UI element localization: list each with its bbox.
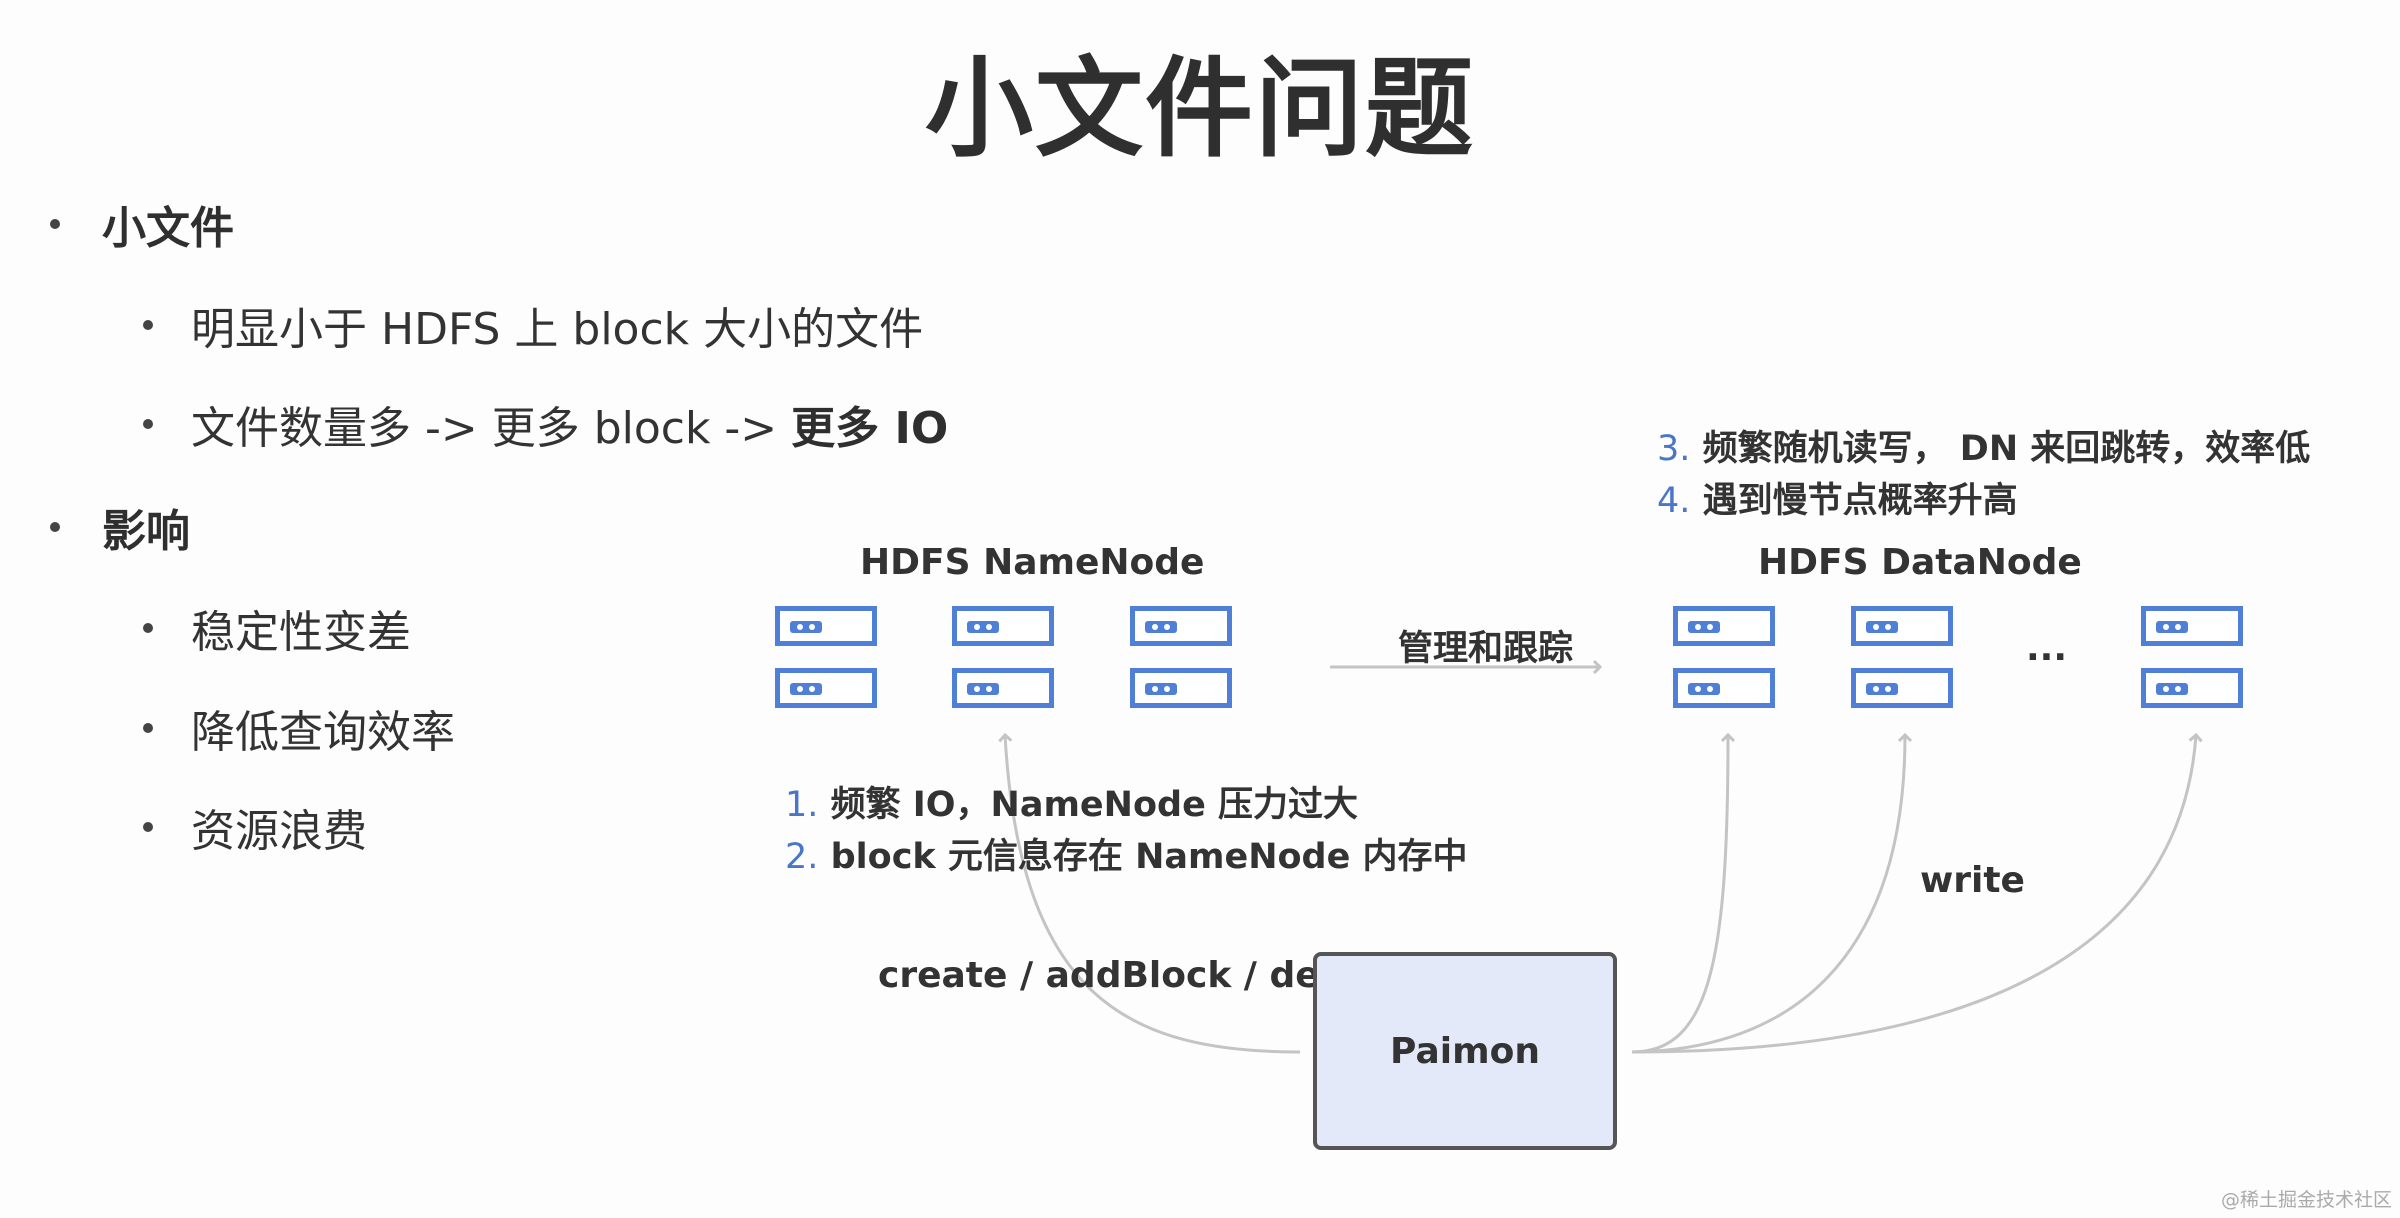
bullet-text: 稳定性变差 [191,607,411,658]
note-text: 频繁 IO，NameNode 压力过大 [830,785,1358,825]
bullet-text: 影响 [102,506,190,557]
server-icon [952,668,1054,708]
bullet-text: 小文件 [102,203,234,254]
bullet-dot [50,522,60,532]
write-label: write [1920,860,2025,901]
server-icon [775,606,877,646]
bullet-small-files: 小文件 [50,192,234,256]
note-number: 4. [1657,481,1691,521]
datanode-label: HDFS DataNode [1758,542,2082,583]
bullet-stability: 稳定性变差 [143,596,411,660]
bullet-text: 明显小于 HDFS 上 block 大小的文件 [191,304,924,355]
datanode-note-3: 3. 频繁随机读写， DN 来回跳转，效率低 [1657,420,2310,471]
bullet-dot [143,723,153,733]
bullet-more-io: 文件数量多 -> 更多 block -> 更多 IO [143,392,948,456]
server-icon [1130,668,1232,708]
bullet-dot [143,320,153,330]
bullet-dot [50,219,60,229]
server-icon [952,606,1054,646]
create-addblock-delete-label: create / addBlock / delete [878,955,1399,996]
note-text: block 元信息存在 NameNode 内存中 [830,837,1468,877]
note-text: 频繁随机读写， DN 来回跳转，效率低 [1702,429,2311,469]
bullet-query-efficiency: 降低查询效率 [143,696,455,760]
write-arrow-2 [1631,735,1905,1054]
bullet-strong-text: 更多 IO [791,403,949,454]
note-number: 2. [785,837,819,877]
note-number: 3. [1657,429,1691,469]
write-arrow-1 [1631,735,1728,1054]
bullet-resource-waste: 资源浪费 [143,795,367,859]
paimon-box: Paimon [1313,952,1617,1150]
slide-title: 小文件问题 [924,47,1475,172]
note-number: 1. [785,785,819,825]
server-icon [1130,606,1232,646]
create-arrow [1005,735,1301,1054]
paimon-label: Paimon [1390,1030,1540,1072]
bullet-text: 降低查询效率 [191,707,455,758]
bullet-impact: 影响 [50,495,190,559]
server-icon [1673,606,1775,646]
server-icon [2141,606,2243,646]
bullet-text: 文件数量多 -> 更多 block -> [191,403,792,454]
server-icon [1851,668,1953,708]
server-icon [1673,668,1775,708]
bullet-dot [143,419,153,429]
note-text: 遇到慢节点概率升高 [1702,481,2018,521]
server-icon [775,668,877,708]
namenode-note-2: 2. block 元信息存在 NameNode 内存中 [785,828,1468,879]
datanode-note-4: 4. 遇到慢节点概率升高 [1657,472,2018,523]
bullet-dot [143,623,153,633]
datanode-ellipsis: ... [2026,628,2068,669]
namenode-note-1: 1. 频繁 IO，NameNode 压力过大 [785,776,1358,827]
manage-track-label: 管理和跟踪 [1398,629,1574,669]
bullet-text: 资源浪费 [191,806,367,857]
server-icon [1851,606,1953,646]
watermark: @稀土掘金技术社区 [2220,1189,2392,1211]
server-icon [2141,668,2243,708]
namenode-label: HDFS NameNode [860,542,1205,583]
write-arrow-3 [1631,735,2196,1054]
bullet-small-files-definition: 明显小于 HDFS 上 block 大小的文件 [143,293,923,357]
bullet-dot [143,822,153,832]
